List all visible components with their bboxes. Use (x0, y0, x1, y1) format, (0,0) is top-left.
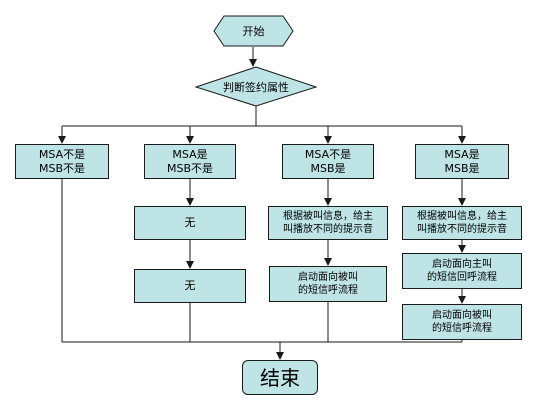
branch-3-condition-line-2: MSB是 (310, 161, 346, 175)
branch-3-step-1-line-2: 叫播放不同的提示音 (283, 224, 373, 235)
branch-4-step-2-line-1: 启动面向主叫 (432, 259, 492, 270)
branch-4-condition-line-1: MSA是 (444, 147, 480, 161)
branch-4-step-1-line-2: 叫播放不同的提示音 (417, 224, 507, 235)
start-label: 开始 (242, 25, 265, 38)
branch-2-step-2-box: 无 (134, 269, 246, 303)
branch-4-step-1-line-1: 根据被叫信息，给主 (417, 211, 507, 222)
decision-diamond (194, 66, 318, 107)
branch-3-step-1-box: 根据被叫信息，给主 叫播放不同的提示音 (268, 206, 388, 240)
branch-4-step-2-line-2: 的短信回呼流程 (427, 272, 497, 283)
branch-2-step-1-text: 无 (184, 216, 196, 229)
branch-3-step-2-line-1: 启动面向被叫 (298, 272, 358, 283)
branch-3-step-2-line-2: 的短信呼流程 (298, 285, 358, 296)
branch-3-condition-line-1: MSA不是 (304, 147, 352, 161)
branch-1-condition-line-2: MSB不是 (38, 161, 86, 175)
branch-4-step-2-box: 启动面向主叫 的短信回呼流程 (402, 253, 522, 289)
branch-2-condition-line-1: MSA是 (172, 147, 208, 161)
decision-label: 判断签约属性 (223, 80, 289, 94)
end-box: 结束 (242, 360, 318, 395)
branch-4-step-3-line-1: 启动面向被叫 (432, 310, 492, 321)
branch-3-step-2-box: 启动面向被叫 的短信呼流程 (269, 266, 387, 302)
branch-3-step-1-line-1: 根据被叫信息，给主 (283, 211, 373, 222)
branch-2-condition-line-2: MSB不是 (166, 161, 214, 175)
branch-4-step-3-line-2: 的短信呼流程 (432, 323, 492, 334)
end-label: 结束 (260, 365, 300, 390)
branch-3-condition-box: MSA不是 MSB是 (282, 144, 374, 179)
branch-2-condition-box: MSA是 MSB不是 (144, 144, 236, 179)
start-hexagon (213, 15, 294, 47)
branch-4-condition-line-2: MSB是 (444, 161, 480, 175)
branch-2-step-1-box: 无 (134, 206, 246, 240)
branch-1-condition-line-1: MSA不是 (38, 147, 86, 161)
branch-2-step-2-text: 无 (184, 279, 196, 292)
branch-1-condition-box: MSA不是 MSB不是 (15, 144, 109, 179)
branch-4-step-1-box: 根据被叫信息，给主 叫播放不同的提示音 (402, 206, 522, 240)
branch-4-step-3-box: 启动面向被叫 的短信呼流程 (402, 304, 522, 340)
branch-4-condition-box: MSA是 MSB是 (415, 144, 509, 179)
